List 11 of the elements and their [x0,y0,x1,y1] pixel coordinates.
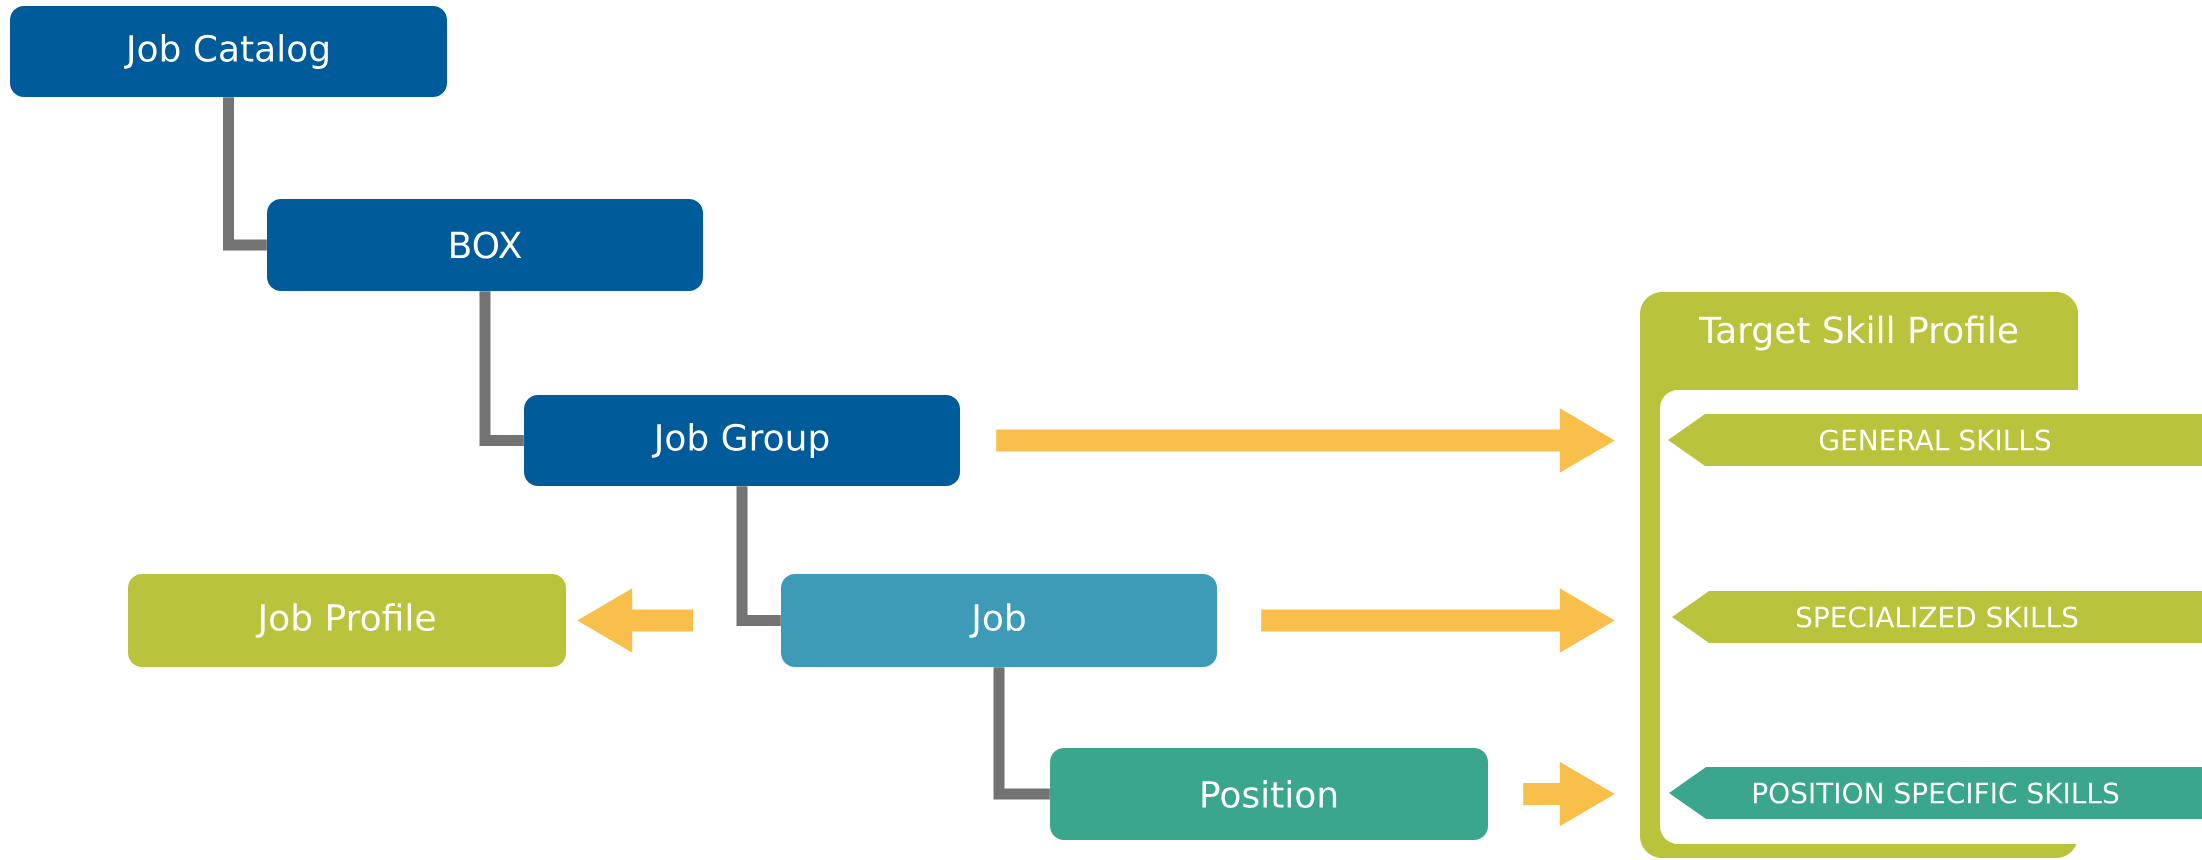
category-box: Job Group [524,395,960,486]
connector-line [736,486,781,626]
category-box: BOX [267,199,703,291]
category-box: Job [781,574,1217,667]
connector-line [479,291,524,446]
connector-line [993,667,1050,800]
connector-line [223,97,267,251]
node-label: Target Skill Profile [1698,315,2018,351]
category-box: Position [1050,748,1488,840]
category-box: Job Catalog [10,6,447,97]
category-box: Job Profile [128,574,566,667]
